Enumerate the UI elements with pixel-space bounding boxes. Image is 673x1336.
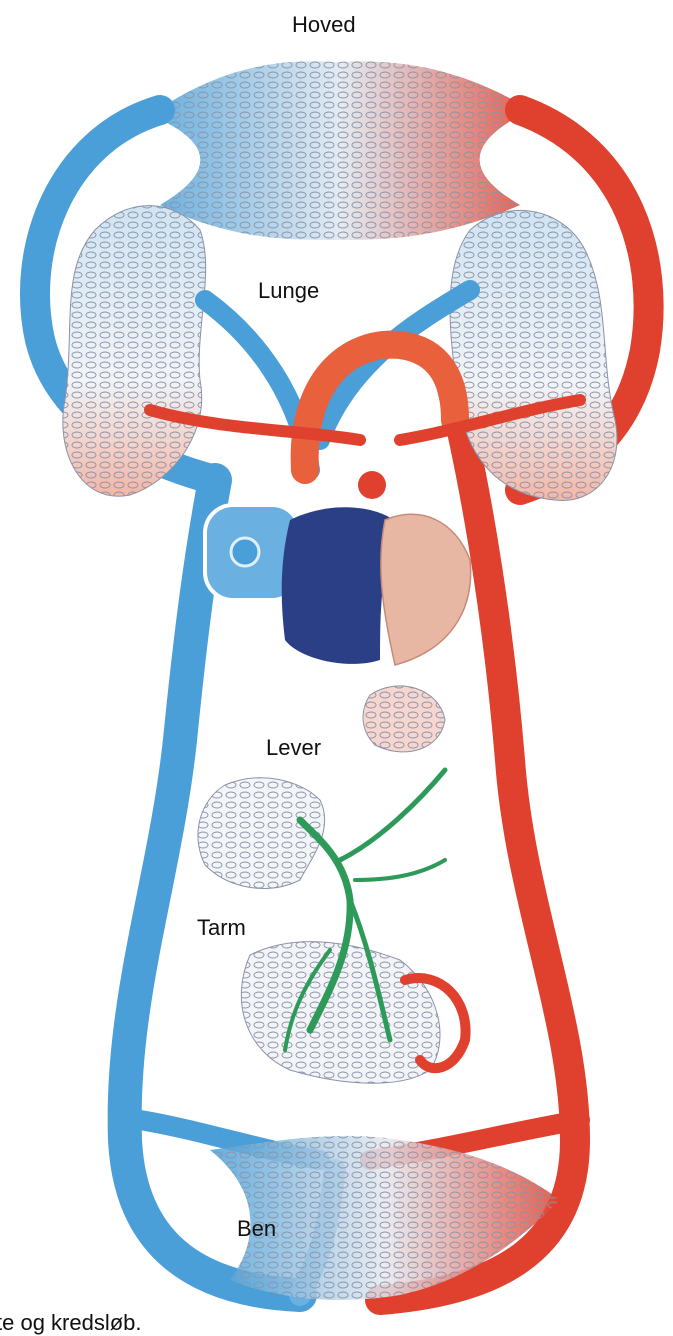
figure-caption: te og kredsløb. bbox=[0, 1310, 142, 1336]
label-gut: Tarm bbox=[197, 915, 246, 941]
gut-capillary-bed bbox=[241, 942, 465, 1084]
lung-left bbox=[63, 206, 206, 497]
heart bbox=[205, 471, 471, 665]
liver bbox=[198, 686, 445, 889]
label-head: Hoved bbox=[292, 12, 356, 38]
label-lung: Lunge bbox=[258, 278, 319, 304]
label-legs: Ben bbox=[237, 1216, 276, 1242]
label-liver: Lever bbox=[266, 735, 321, 761]
head-capillary-bed bbox=[150, 61, 530, 240]
